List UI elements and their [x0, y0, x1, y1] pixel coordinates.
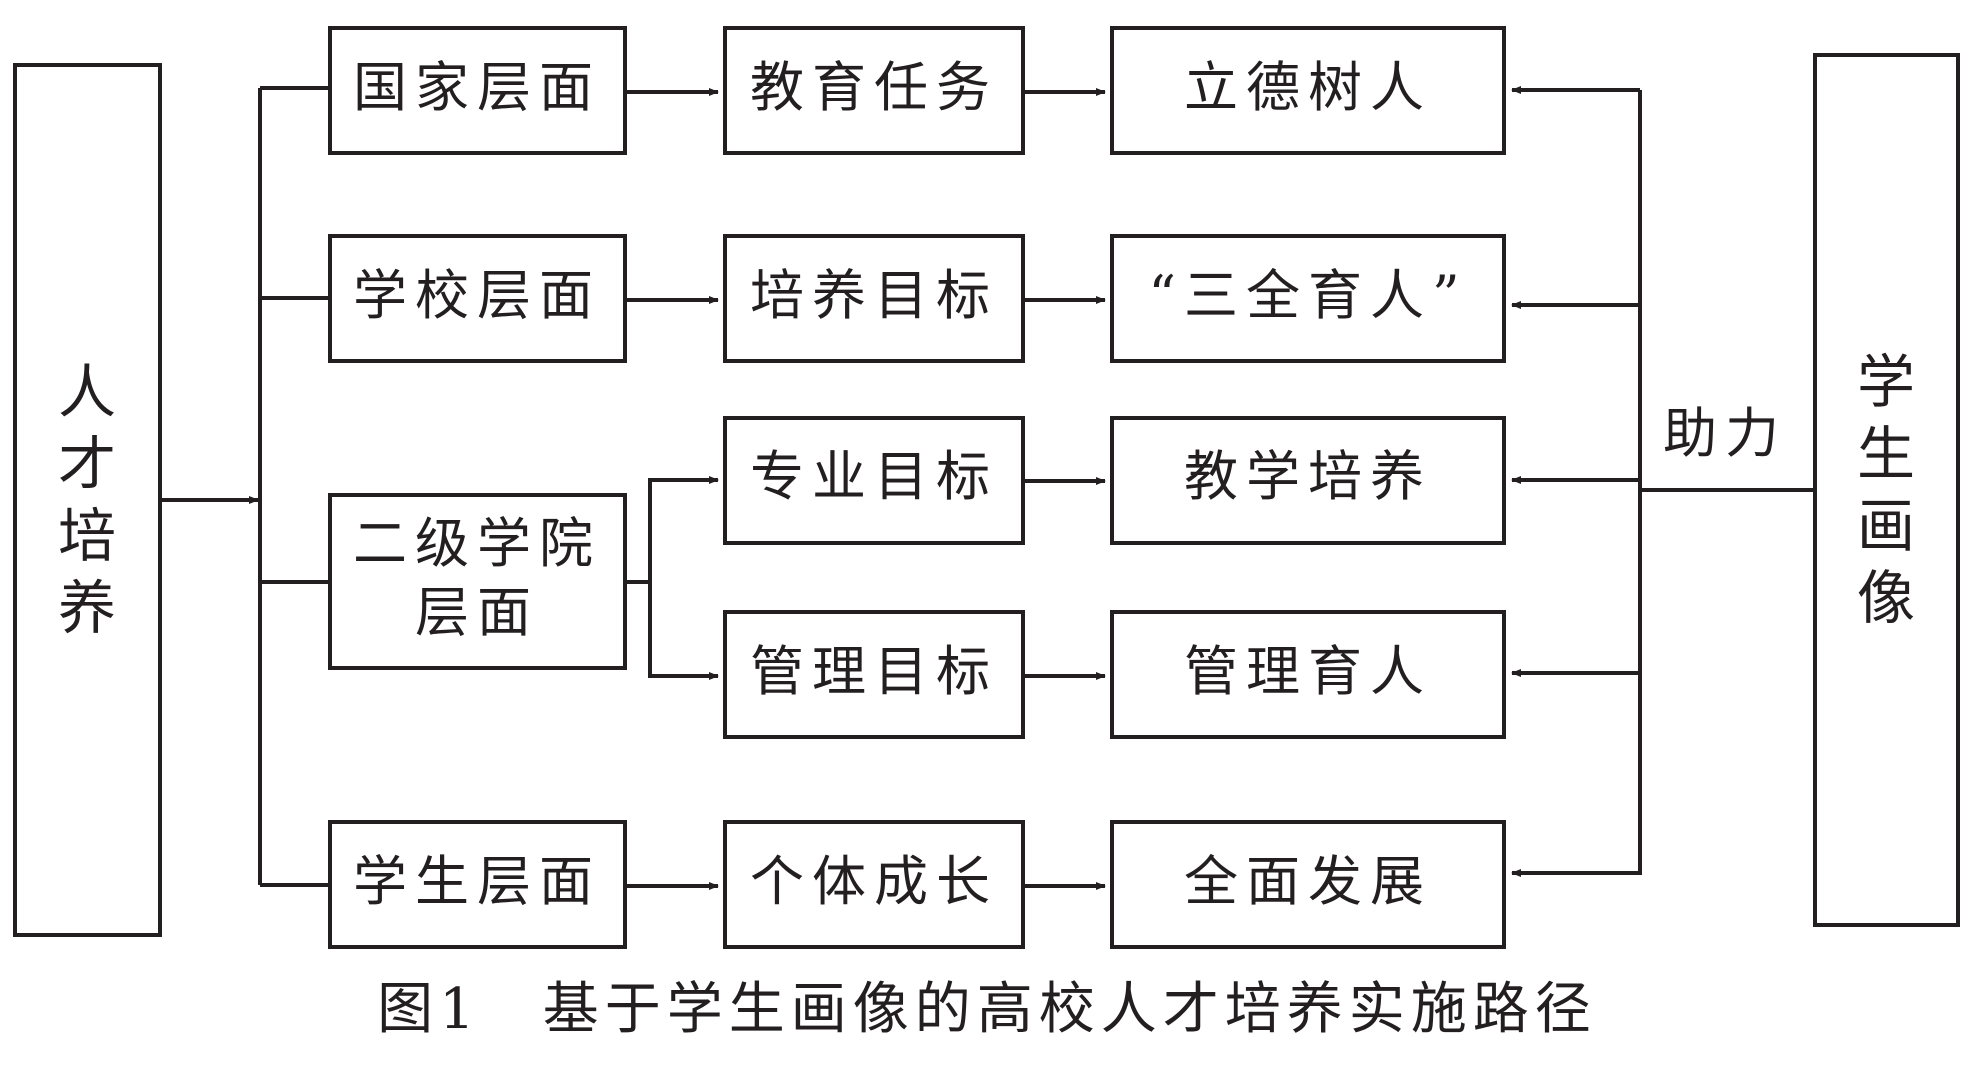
- outcome-box-management-education: 管理育人: [1110, 610, 1506, 739]
- assist-label: 助力: [1663, 402, 1787, 465]
- level-box-student: 学生层面: [328, 820, 627, 949]
- student-portrait-box: 学生画像: [1813, 53, 1960, 927]
- level-label-national: 国家层面: [353, 56, 601, 119]
- level-label-college-line1: 二级学院: [353, 512, 601, 575]
- outcome-box-three-all-education: “三全育人”: [1110, 234, 1506, 363]
- talent-cultivation-label: 人才培养: [58, 358, 116, 642]
- outcome-box-moral-education: 立德树人: [1110, 26, 1506, 155]
- target-label-education-task: 教育任务: [750, 56, 998, 119]
- outcome-label-teaching-cultivation: 教学培养: [1184, 445, 1432, 508]
- outcome-label-all-round-development: 全面发展: [1184, 850, 1432, 913]
- outcome-label-management-education: 管理育人: [1184, 640, 1432, 703]
- target-label-individual-growth: 个体成长: [750, 850, 998, 913]
- student-portrait-label: 学生画像: [1857, 348, 1915, 632]
- target-box-major-goal: 专业目标: [723, 416, 1025, 545]
- outcome-label-moral-education: 立德树人: [1184, 56, 1432, 119]
- level-label-college-line2: 层面: [415, 581, 539, 644]
- target-box-management-goal: 管理目标: [723, 610, 1025, 739]
- outcome-box-all-round-development: 全面发展: [1110, 820, 1506, 949]
- figure-caption: 图1 基于学生画像的高校人才培养实施路径: [377, 977, 1597, 1042]
- level-box-school: 学校层面: [328, 234, 627, 363]
- target-box-cultivation-goal: 培养目标: [723, 234, 1025, 363]
- target-box-education-task: 教育任务: [723, 26, 1025, 155]
- level-box-college: 二级学院 层面: [328, 493, 627, 670]
- target-label-management-goal: 管理目标: [750, 640, 998, 703]
- target-box-individual-growth: 个体成长: [723, 820, 1025, 949]
- target-label-major-goal: 专业目标: [750, 445, 998, 508]
- level-label-student: 学生层面: [353, 850, 601, 913]
- level-label-school: 学校层面: [353, 264, 601, 327]
- outcome-label-three-all-education: “三全育人”: [1148, 264, 1467, 327]
- level-box-national: 国家层面: [328, 26, 627, 155]
- talent-cultivation-box: 人才培养: [13, 63, 162, 937]
- outcome-box-teaching-cultivation: 教学培养: [1110, 416, 1506, 545]
- target-label-cultivation-goal: 培养目标: [750, 264, 998, 327]
